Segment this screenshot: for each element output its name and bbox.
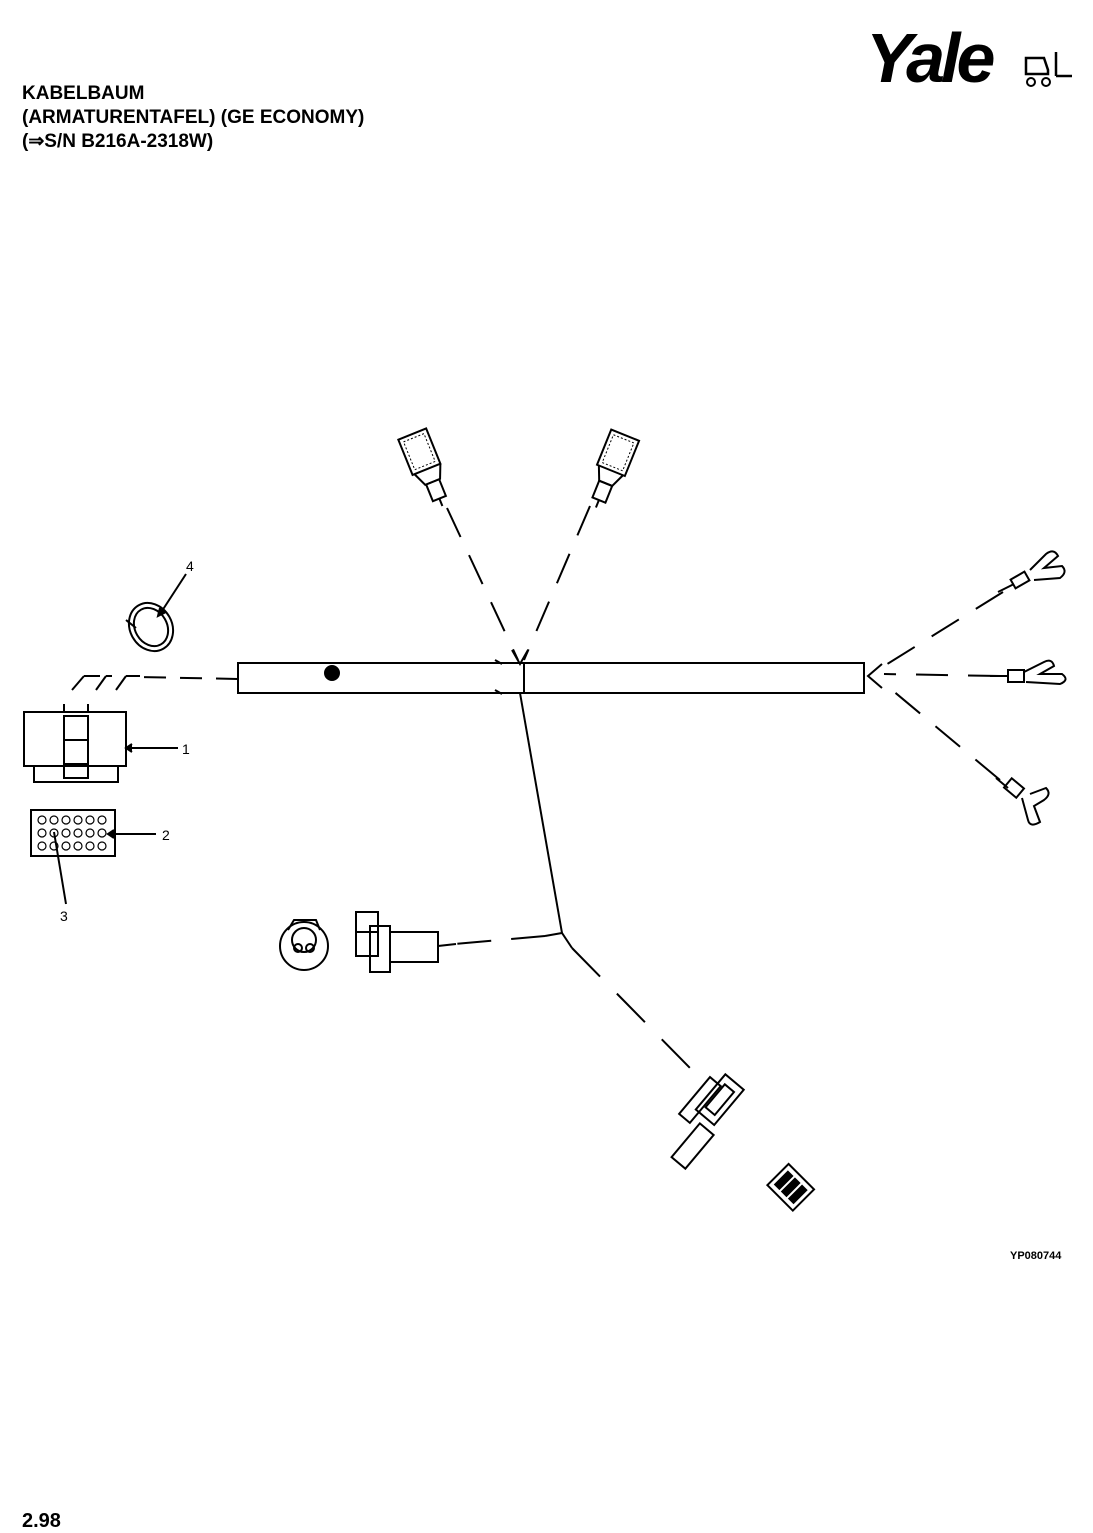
round-connector: [279, 919, 329, 971]
lower-junction: [544, 931, 573, 949]
fork-terminal-middle: [990, 659, 1067, 686]
item-2-pin-block: [30, 809, 116, 857]
right-branch-bottom: [891, 689, 1001, 781]
forklift-icon: [1024, 52, 1072, 87]
title-line-2: (ARMATURENTAFEL) (GE ECONOMY): [22, 107, 365, 128]
title-line-1: KABELBAUM: [22, 83, 145, 104]
right-branch-middle: [883, 673, 1001, 677]
item-4-clamp-ring: [125, 601, 175, 653]
lower-right-pin-strip: [765, 1162, 816, 1213]
callout-4: 4: [186, 558, 194, 574]
figure-id: YP080744: [1010, 1250, 1062, 1262]
callout-2: 2: [162, 827, 170, 843]
branch-arrow: [511, 649, 529, 667]
logo-wordmark: Yale: [866, 19, 995, 97]
title-block: KABELBAUM (ARMATURENTAFEL) (GE ECONOMY) …: [22, 82, 364, 154]
fork-terminal-top: [997, 550, 1066, 593]
right-branch-top: [883, 591, 1004, 667]
right-arrow: [866, 663, 883, 689]
callout-3: 3: [60, 908, 68, 924]
main-harness: [237, 659, 865, 695]
upper-left-connector: [397, 427, 448, 507]
yale-logo: Yale: [866, 19, 1076, 97]
lower-left-branch: [454, 935, 546, 945]
leader-4: [159, 573, 187, 615]
item-1-connector-housing: [23, 675, 140, 783]
left-lead: [139, 676, 239, 680]
lower-trunk: [519, 692, 563, 934]
callout-1: 1: [182, 741, 190, 757]
leader-3: [53, 831, 67, 905]
title-line-3: (⇒S/N B216A-2318W): [22, 131, 214, 152]
upper-right-connector: [591, 428, 641, 508]
page-number: 2.98: [22, 1510, 61, 1532]
fork-terminal-bottom: [995, 776, 1050, 826]
plug-connector: [355, 911, 457, 973]
upper-right-branch: [523, 505, 591, 661]
lower-right-connector: [670, 1072, 746, 1171]
lower-right-branch: [571, 947, 691, 1069]
upper-left-branch: [446, 507, 519, 661]
